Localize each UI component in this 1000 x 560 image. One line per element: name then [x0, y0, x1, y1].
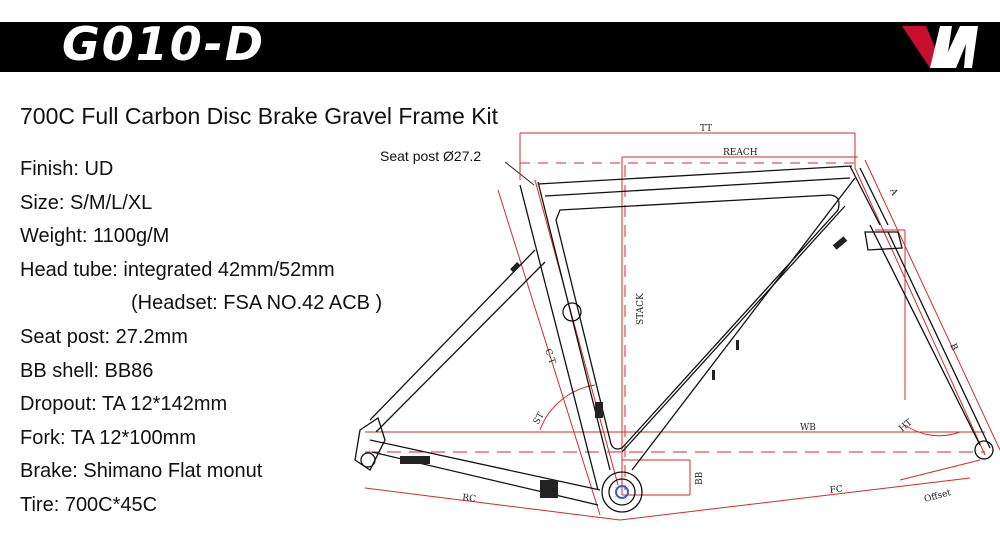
dim-st-label: ST [532, 411, 547, 427]
dim-wb-label: WB [800, 423, 816, 433]
spec-seat-post: Seat post: 27.2mm [20, 325, 188, 348]
dim-b-label: B [947, 342, 959, 353]
dim-tt-label: TT [700, 124, 712, 134]
dim-offset-label: Offset [923, 488, 952, 505]
page-subtitle: 700C Full Carbon Disc Brake Gravel Frame… [20, 103, 499, 129]
dim-reach-label: REACH [723, 148, 758, 158]
frame-outline [354, 165, 994, 513]
bb-bearing [615, 485, 629, 499]
spec-finish: Finish: UD [20, 158, 114, 180]
spec-tire: Tire: 700C*45C [20, 493, 158, 516]
dim-a-label: A [887, 186, 899, 197]
dimension-lines [364, 132, 1000, 521]
dim-fc-label: FC [829, 484, 843, 496]
seat-post-callout: Seat post Ø27.2 [380, 148, 482, 164]
dim-stack-label: STACK [636, 293, 646, 325]
dim-bb-label: BB [695, 471, 705, 485]
spec-bb-shell: BB shell: BB86 [20, 359, 154, 382]
dim-ct-label: C-T [542, 348, 557, 366]
spec-fork: Fork: TA 12*100mm [20, 426, 196, 449]
model-title: G010-D [62, 17, 266, 71]
spec-list: Finish: UD Size: S/M/L/XL Weight: 1100g/… [20, 153, 382, 523]
spec-head-tube: Head tube: integrated 42mm/52mm [20, 258, 335, 281]
spec-weight: Weight: 1100g/M [20, 225, 170, 248]
brand-logo [902, 26, 978, 68]
spec-dropout: Dropout: TA 12*142mm [20, 393, 228, 416]
dim-rc-label: RC [462, 493, 477, 505]
spec-brake: Brake: Shimano Flat monut [20, 460, 263, 483]
spec-headset: (Headset: FSA NO.42 ACB ) [131, 292, 383, 315]
header-bar [0, 22, 1000, 72]
frame-details [400, 236, 848, 498]
spec-size: Size: S/M/L/XL [20, 191, 153, 214]
